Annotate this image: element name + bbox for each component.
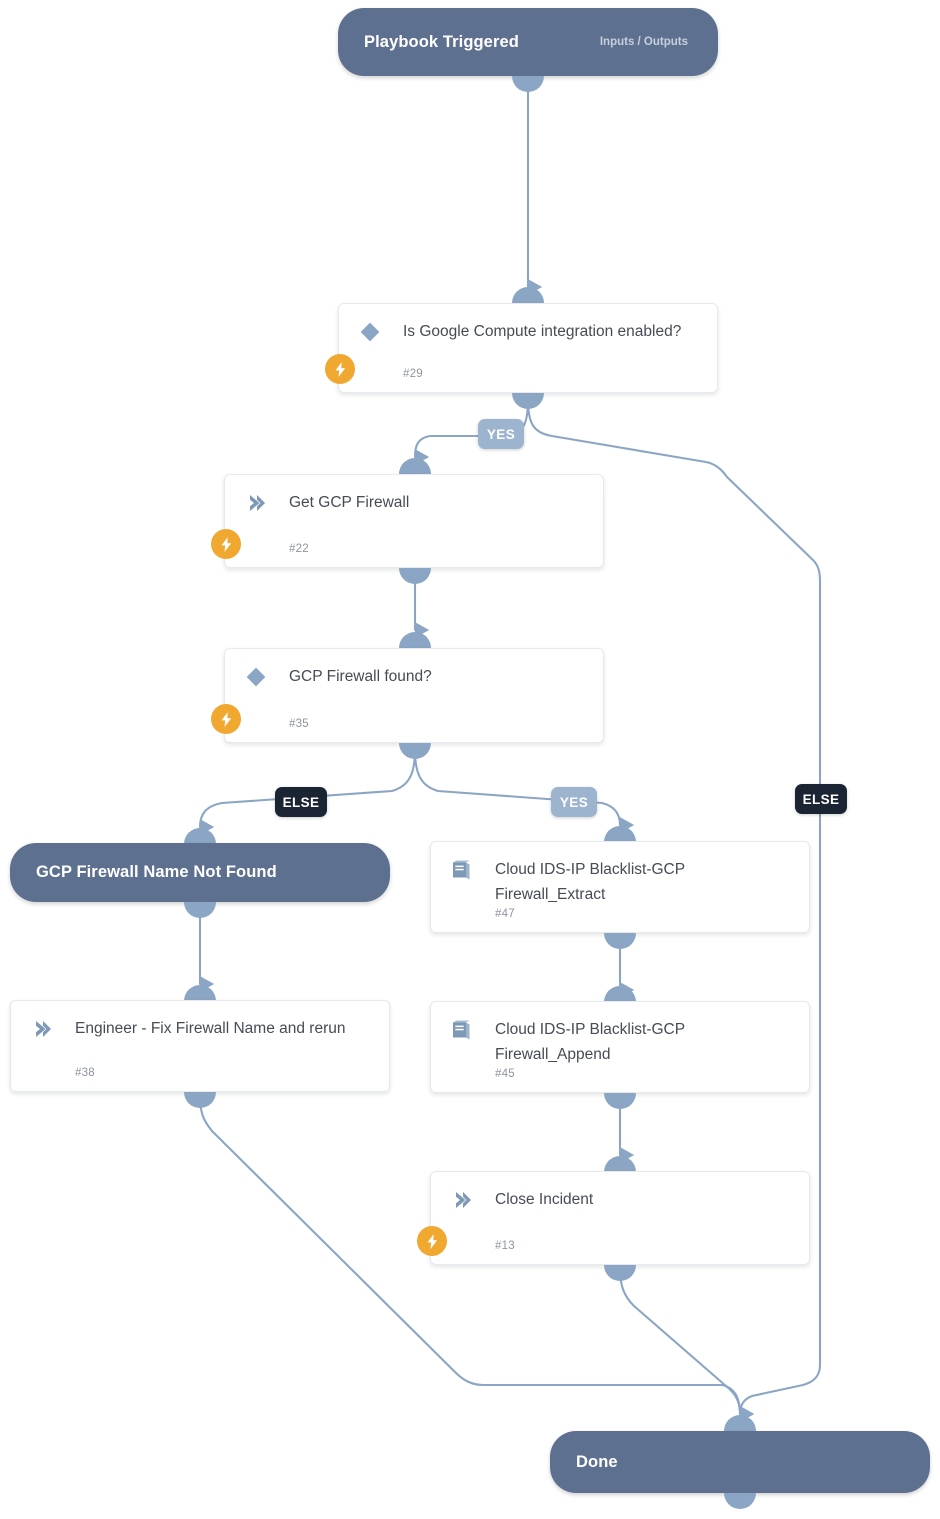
port-top-38[interactable] [184, 985, 216, 1001]
node-id: #47 [495, 908, 515, 920]
branch-label-else-35[interactable]: ELSE [275, 787, 327, 817]
node-title: Playbook Triggered [364, 32, 519, 51]
chevron-right-icon [445, 1187, 479, 1213]
book-icon [445, 1017, 479, 1043]
port-top-13[interactable] [604, 1156, 636, 1172]
node-subtitle: Inputs / Outputs [599, 36, 688, 48]
node-id: #13 [495, 1240, 515, 1252]
diamond-icon [239, 664, 273, 690]
port-top-done[interactable] [724, 1415, 756, 1431]
chevron-right-icon [239, 490, 273, 516]
node-close-incident[interactable]: Close Incident #13 [417, 1171, 810, 1265]
node-done[interactable]: Done [550, 1431, 930, 1493]
node-playbook-triggered[interactable]: Playbook Triggered Inputs / Outputs [338, 8, 718, 76]
port-bottom-45[interactable] [604, 1093, 636, 1109]
node-header: Close Incident [431, 1172, 809, 1213]
node-title: Get GCP Firewall [289, 494, 410, 511]
node-id: #35 [289, 718, 309, 730]
node-title: Cloud IDS-IP Blacklist-GCP Firewall_Appe… [495, 1021, 685, 1063]
diamond-icon [353, 319, 387, 345]
node-gcp-firewall-name-not-found[interactable]: GCP Firewall Name Not Found [10, 843, 390, 902]
node-title: Close Incident [495, 1191, 594, 1208]
node-title: Engineer - Fix Firewall Name and rerun [75, 1020, 346, 1037]
node-engineer-fix-firewall-name[interactable]: Engineer - Fix Firewall Name and rerun #… [10, 1000, 390, 1092]
port-bottom-playbook-triggered[interactable] [512, 76, 544, 92]
node-title: Cloud IDS-IP Blacklist-GCP Firewall_Extr… [495, 861, 685, 903]
port-top-35[interactable] [399, 632, 431, 648]
node-title: Is Google Compute integration enabled? [403, 323, 682, 340]
port-bottom-35[interactable] [399, 743, 431, 759]
node-header: Cloud IDS-IP Blacklist-GCP Firewall_Extr… [431, 842, 809, 907]
node-title: GCP Firewall Name Not Found [36, 863, 277, 881]
lightning-bolt-icon [211, 704, 241, 734]
edge-13-to-done [618, 1266, 755, 1422]
book-icon [445, 857, 479, 883]
port-bottom-done[interactable] [724, 1493, 756, 1509]
port-bottom-29[interactable] [512, 393, 544, 409]
chevron-right-icon [25, 1016, 59, 1042]
node-id: #29 [403, 368, 423, 380]
node-title: Done [576, 1452, 618, 1471]
node-header: GCP Firewall found? [225, 649, 603, 690]
node-header: Is Google Compute integration enabled? [339, 304, 717, 345]
port-top-47[interactable] [604, 826, 636, 842]
node-header: Engineer - Fix Firewall Name and rerun [11, 1001, 389, 1042]
node-is-google-compute-integration-enabled[interactable]: Is Google Compute integration enabled? #… [325, 303, 718, 393]
port-bottom-47[interactable] [604, 933, 636, 949]
lightning-bolt-icon [417, 1226, 447, 1256]
port-bottom-not-found[interactable] [184, 902, 216, 918]
node-id: #38 [75, 1067, 95, 1079]
node-get-gcp-firewall[interactable]: Get GCP Firewall #22 [211, 474, 604, 568]
node-id: #45 [495, 1068, 515, 1080]
port-top-22[interactable] [399, 458, 431, 474]
port-bottom-13[interactable] [604, 1265, 636, 1281]
node-header: Get GCP Firewall [225, 475, 603, 516]
port-top-not-found[interactable] [184, 828, 216, 844]
node-header: Cloud IDS-IP Blacklist-GCP Firewall_Appe… [431, 1002, 809, 1067]
node-id: #22 [289, 543, 309, 555]
lightning-bolt-icon [211, 529, 241, 559]
port-top-29[interactable] [512, 287, 544, 303]
node-title: GCP Firewall found? [289, 668, 432, 685]
port-top-45[interactable] [604, 986, 636, 1002]
node-gcp-firewall-found[interactable]: GCP Firewall found? #35 [211, 648, 604, 743]
port-bottom-22[interactable] [399, 568, 431, 584]
node-cloud-ids-extract[interactable]: Cloud IDS-IP Blacklist-GCP Firewall_Extr… [430, 841, 810, 933]
branch-label-yes-29[interactable]: YES [478, 419, 524, 449]
node-cloud-ids-append[interactable]: Cloud IDS-IP Blacklist-GCP Firewall_Appe… [430, 1001, 810, 1093]
port-bottom-38[interactable] [184, 1092, 216, 1108]
lightning-bolt-icon [325, 354, 355, 384]
branch-label-yes-35[interactable]: YES [551, 787, 597, 817]
branch-label-else-29[interactable]: ELSE [795, 784, 847, 814]
